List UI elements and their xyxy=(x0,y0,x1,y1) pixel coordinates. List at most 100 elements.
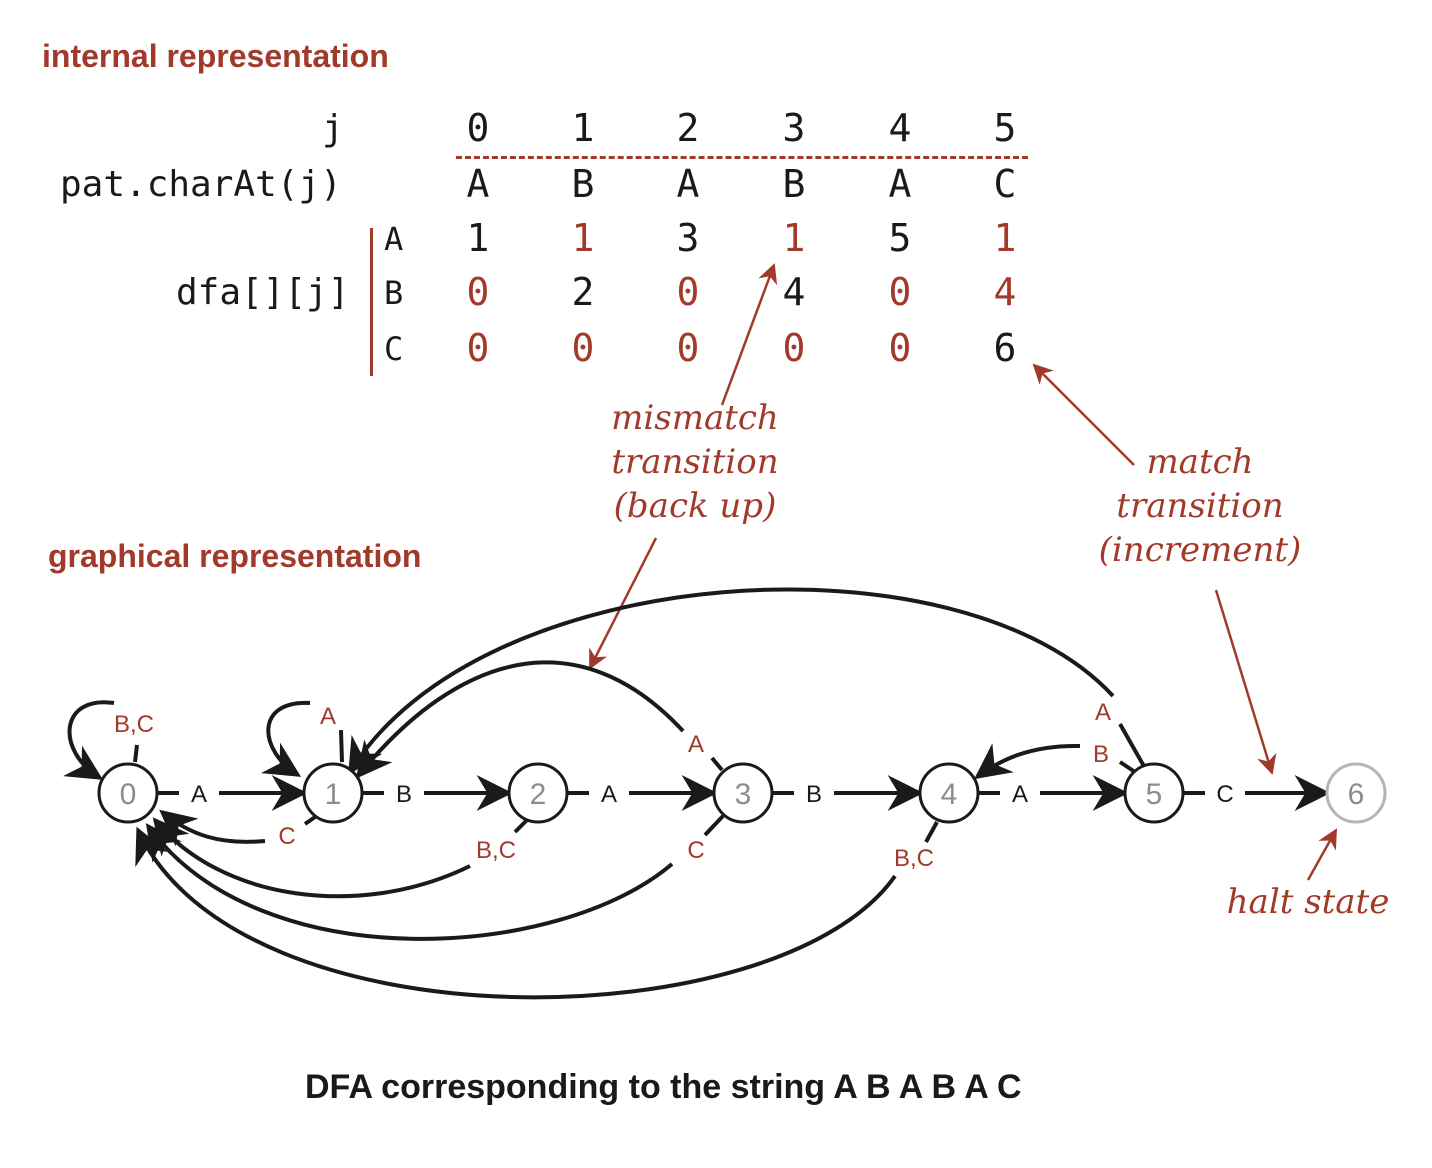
match-edge-label: A xyxy=(1012,781,1028,808)
dfa-cell: 4 xyxy=(782,270,806,314)
pattern-char: A xyxy=(466,162,490,206)
dfa-cell: 1 xyxy=(993,216,1017,260)
edge-3-0-tick xyxy=(703,814,725,837)
dfa-cell: 5 xyxy=(888,216,912,260)
label-3-1: A xyxy=(688,731,704,758)
label-1-1: A xyxy=(320,703,336,730)
halt-pointer xyxy=(1306,828,1338,881)
match-edge-label: A xyxy=(191,781,207,808)
dfa-row-label: A xyxy=(384,220,404,258)
dfa-row-label: C xyxy=(384,330,404,368)
edge-5-4 xyxy=(974,743,1081,780)
match-line-1: match xyxy=(1146,442,1254,482)
state-label-5: 5 xyxy=(1146,778,1163,811)
state-6 xyxy=(1325,762,1387,824)
mismatch-annotation: mismatch transition (back up) xyxy=(590,396,800,528)
edge-4-0-tick xyxy=(924,821,939,843)
state-label-3: 3 xyxy=(735,778,752,811)
internal-representation-heading: internal representation xyxy=(42,38,389,74)
edge-5-1-tick xyxy=(1118,723,1147,769)
column-index: 5 xyxy=(993,106,1017,150)
match-pointer-up xyxy=(1032,363,1135,466)
dfa-cell: 0 xyxy=(676,270,700,314)
pattern-char: A xyxy=(888,162,912,206)
label-1-0: C xyxy=(278,823,295,850)
dfa-label: dfa[][j] xyxy=(176,272,350,313)
column-header-underline xyxy=(456,156,1028,159)
j-label: j xyxy=(322,108,344,149)
label-5-1: A xyxy=(1095,699,1111,726)
edge-1-0 xyxy=(159,809,266,847)
match-edge-label: A xyxy=(601,781,617,808)
state-5 xyxy=(1123,762,1185,824)
match-pointer-down xyxy=(1214,589,1277,775)
state-3 xyxy=(712,762,774,824)
label-5-4: B xyxy=(1093,741,1109,768)
edge-4-0 xyxy=(135,826,897,1000)
edge-3-1-tick xyxy=(710,756,724,772)
pattern-char: B xyxy=(782,162,806,206)
pattern-char: A xyxy=(676,162,700,206)
figure-caption: DFA corresponding to the string A B A B … xyxy=(305,1068,1022,1106)
state-4 xyxy=(918,762,980,824)
dfa-cell: 1 xyxy=(466,216,490,260)
dfa-cell: 6 xyxy=(993,326,1017,370)
edge-5-4-tick xyxy=(1118,760,1137,774)
dfa-cell: 0 xyxy=(571,326,595,370)
edge-2-0 xyxy=(152,817,471,899)
state-1 xyxy=(302,762,364,824)
edge-0-0 xyxy=(62,700,115,780)
match-edge-label: C xyxy=(1216,781,1233,808)
state-2 xyxy=(507,762,569,824)
state-label-1: 1 xyxy=(325,778,342,811)
state-label-4: 4 xyxy=(941,778,958,811)
dfa-cell: 4 xyxy=(993,270,1017,314)
dfa-cell: 1 xyxy=(782,216,806,260)
dfa-cell: 0 xyxy=(466,326,490,370)
column-index: 3 xyxy=(782,106,806,150)
match-edge-label: B xyxy=(396,781,412,808)
edge-5-1 xyxy=(348,587,1115,776)
mismatch-line-3: (back up) xyxy=(613,486,777,526)
edge-1-1-tick xyxy=(339,729,344,763)
halt-state-annotation: halt state xyxy=(1226,882,1390,922)
label-4-0: B,C xyxy=(894,845,934,872)
dfa-cell: 0 xyxy=(466,270,490,314)
edge-3-1 xyxy=(355,660,685,779)
dfa-cell: 2 xyxy=(571,270,595,314)
match-annotation: match transition (increment) xyxy=(1090,440,1310,572)
dfa-cell: 0 xyxy=(782,326,806,370)
edge-2-0-tick xyxy=(513,818,529,834)
match-edge-label: B xyxy=(806,781,822,808)
mismatch-line-2: transition xyxy=(611,442,779,482)
match-line-3: (increment) xyxy=(1098,530,1302,570)
dfa-cell: 1 xyxy=(571,216,595,260)
state-0 xyxy=(97,762,159,824)
label-0-0: B,C xyxy=(114,711,154,738)
column-index: 0 xyxy=(466,106,490,150)
state-label-0: 0 xyxy=(120,778,137,811)
mismatch-pointer-down xyxy=(588,537,658,670)
edge-1-1 xyxy=(260,700,311,777)
state-label-2: 2 xyxy=(530,778,547,811)
state-label-6: 6 xyxy=(1348,778,1365,811)
dfa-cell: 0 xyxy=(888,270,912,314)
column-index: 1 xyxy=(571,106,595,150)
dfa-row-label: B xyxy=(384,274,404,312)
column-index: 4 xyxy=(888,106,912,150)
edge-0-0-tick xyxy=(133,744,139,763)
mismatch-pointer-up xyxy=(720,263,778,406)
pattern-char: C xyxy=(993,162,1017,206)
dfa-cell: 0 xyxy=(676,326,700,370)
edge-3-0 xyxy=(145,823,674,941)
dfa-cell: 0 xyxy=(888,326,912,370)
dfa-cell: 3 xyxy=(676,216,700,260)
mismatch-line-1: mismatch xyxy=(611,398,779,438)
pat-charat-label: pat.charAt(j) xyxy=(60,164,342,205)
label-2-0: B,C xyxy=(476,837,516,864)
match-line-2: transition xyxy=(1116,486,1284,526)
dfa-bracket xyxy=(370,228,373,376)
column-index: 2 xyxy=(676,106,700,150)
pattern-char: B xyxy=(571,162,595,206)
